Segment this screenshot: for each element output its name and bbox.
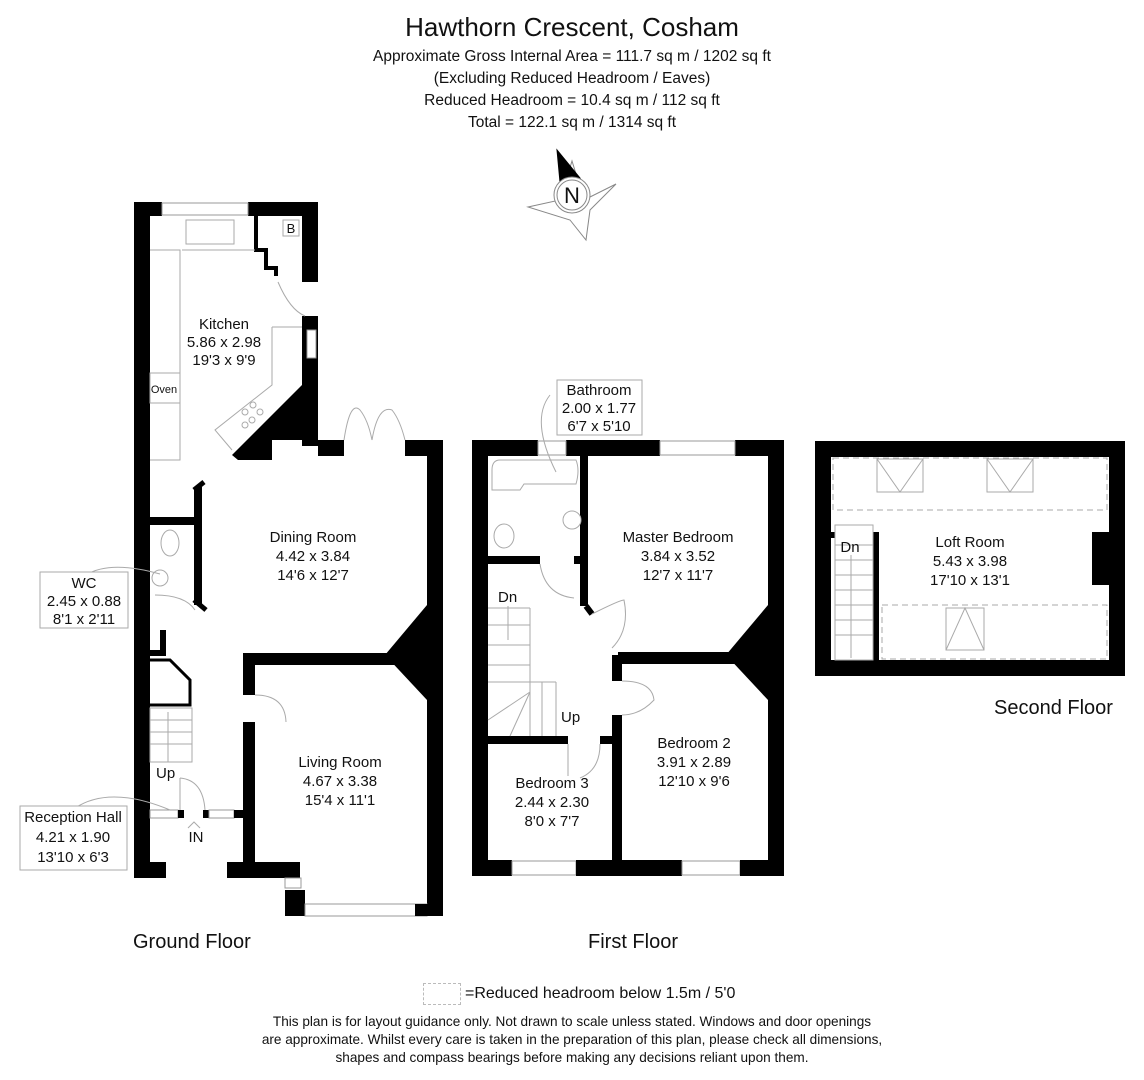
kitchen-metric: 5.86 x 2.98: [187, 334, 261, 351]
dining-room-name: Dining Room: [270, 529, 357, 546]
reception-hall-name: Reception Hall: [24, 809, 122, 826]
gross-area-line: Approximate Gross Internal Area = 111.7 …: [373, 48, 771, 65]
loft-room-imperial: 17'10 x 13'1: [930, 572, 1010, 589]
wc-imperial: 8'1 x 2'11: [53, 611, 115, 628]
disclaimer: This plan is for layout guidance only. N…: [0, 1013, 1144, 1067]
ground-floor-plan: B Oven: [19, 202, 443, 917]
loft-room-metric: 5.43 x 3.98: [933, 553, 1007, 570]
reduced-headroom-line: Reduced Headroom = 10.4 sq m / 112 sq ft: [424, 92, 720, 109]
loft-room-name: Loft Room: [935, 534, 1004, 551]
plan-title: Hawthorn Crescent, Cosham: [405, 12, 739, 42]
wc-metric: 2.45 x 0.88: [47, 593, 121, 610]
excluding-line: (Excluding Reduced Headroom / Eaves): [433, 70, 711, 87]
dining-room-imperial: 14'6 x 12'7: [277, 567, 349, 584]
compass-north-icon: N: [526, 148, 617, 242]
total-area-line: Total = 122.1 sq m / 1314 sq ft: [467, 114, 677, 131]
bathroom-name: Bathroom: [566, 382, 631, 399]
loft-stairs-down-label: Dn: [840, 539, 859, 556]
compass-label: N: [564, 183, 580, 208]
master-bedroom-name: Master Bedroom: [623, 529, 734, 546]
bedroom-3-imperial: 8'0 x 7'7: [525, 813, 580, 830]
disclaimer-line: are approximate. Whilst every care is ta…: [261, 1032, 883, 1047]
dining-room-metric: 4.42 x 3.84: [276, 548, 350, 565]
bathroom-metric: 2.00 x 1.77: [562, 400, 636, 417]
stairs-down-label: Dn: [498, 589, 517, 606]
disclaimer-line: shapes and compass bearings before makin…: [335, 1050, 809, 1065]
bedroom-3-metric: 2.44 x 2.30: [515, 794, 589, 811]
kitchen-name: Kitchen: [199, 316, 249, 333]
bedroom-2-name: Bedroom 2: [657, 735, 730, 752]
second-floor-plan: Dn: [815, 441, 1125, 676]
master-bedroom-metric: 3.84 x 3.52: [641, 548, 715, 565]
kitchen-imperial: 19'3 x 9'9: [192, 352, 255, 369]
second-floor-label: Second Floor: [994, 697, 1113, 719]
legend: =Reduced headroom below 1.5m / 5'0: [423, 983, 735, 1005]
disclaimer-line: This plan is for layout guidance only. N…: [272, 1014, 872, 1029]
living-room-metric: 4.67 x 3.38: [303, 773, 377, 790]
master-bedroom-imperial: 12'7 x 11'7: [643, 567, 714, 584]
bathroom-imperial: 6'7 x 5'10: [567, 418, 630, 435]
stairs-up-label: Up: [156, 765, 175, 782]
stairs-up-label-first: Up: [561, 709, 580, 726]
reception-hall-metric: 4.21 x 1.90: [36, 829, 110, 846]
wc-name: WC: [72, 575, 97, 592]
ground-floor-label: Ground Floor: [133, 931, 251, 953]
bedroom-3-name: Bedroom 3: [515, 775, 588, 792]
first-floor-label: First Floor: [588, 931, 678, 953]
living-room-imperial: 15'4 x 11'1: [305, 792, 376, 809]
living-room-name: Living Room: [298, 754, 381, 771]
entrance-label: IN: [189, 829, 204, 846]
oven-label: Oven: [151, 384, 177, 396]
boiler-label: B: [287, 221, 296, 236]
bedroom-2-metric: 3.91 x 2.89: [657, 754, 731, 771]
bedroom-2-imperial: 12'10 x 9'6: [658, 773, 730, 790]
first-floor-plan: Dn Up: [472, 379, 784, 876]
reduced-headroom-swatch-icon: [423, 983, 461, 1005]
reception-hall-imperial: 13'10 x 6'3: [37, 849, 109, 866]
legend-text: =Reduced headroom below 1.5m / 5'0: [465, 985, 736, 1002]
